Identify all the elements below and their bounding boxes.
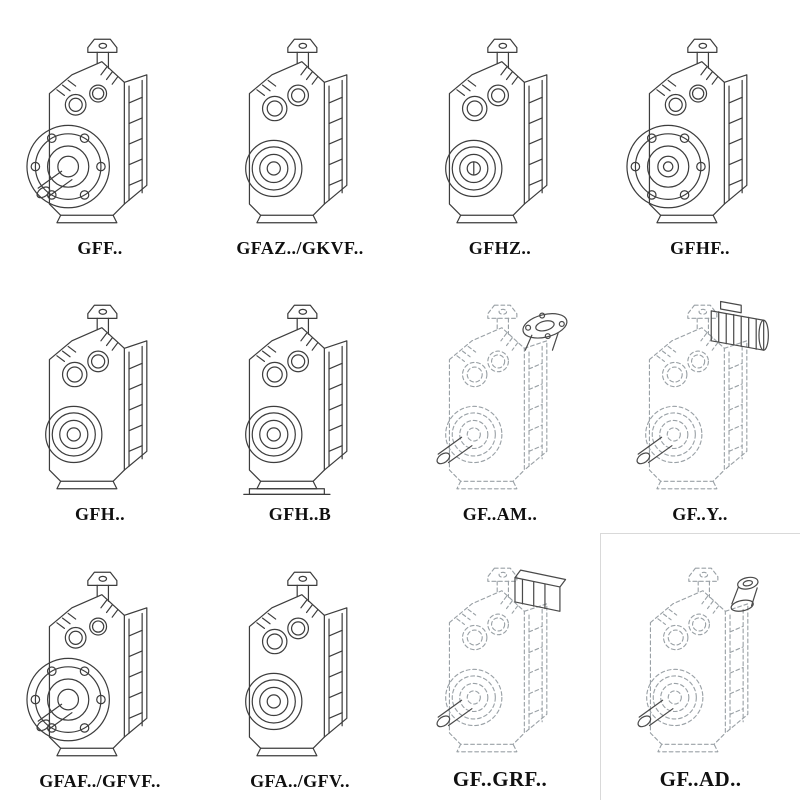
gearbox-input-adapter-drawing <box>615 557 787 763</box>
gearbox-flange-hollow-drawing <box>614 28 786 234</box>
model-label: GFH..B <box>268 504 332 525</box>
gearbox-with-motor-drawing <box>614 294 786 500</box>
model-label: GF..GRF.. <box>452 766 548 791</box>
catalog-cell: GFA../GFV.. <box>200 533 400 800</box>
catalog-cell: GFHZ.. <box>400 0 600 267</box>
gearbox-adapter-block-drawing <box>414 557 586 763</box>
gearbox-flange-solid-shaft-drawing <box>14 561 186 767</box>
catalog-cell: GF..Y.. <box>600 267 800 534</box>
catalog-cell: GF..AD.. <box>600 533 800 800</box>
model-label: GFF.. <box>77 237 123 258</box>
gearbox-flange-solid-shaft-drawing <box>14 28 186 234</box>
model-label: GFAZ../GKVF.. <box>236 237 364 258</box>
catalog-cell: GFF.. <box>0 0 200 267</box>
catalog-cell: GFH.. <box>0 267 200 534</box>
model-label: GFHF.. <box>670 237 730 258</box>
catalog-cell: GF..GRF.. <box>400 533 600 800</box>
catalog-cell: GFHF.. <box>600 0 800 267</box>
model-label: GFA../GFV.. <box>250 770 350 791</box>
gearbox-motor-flange-adapter-drawing <box>414 294 586 500</box>
catalog-cell: GFH..B <box>200 267 400 534</box>
model-label: GFH.. <box>75 504 125 525</box>
gearbox-hollow-shaft-alt-drawing <box>414 28 586 234</box>
catalog-cell: GFAZ../GKVF.. <box>200 0 400 267</box>
gearbox-foot-mounted-drawing <box>14 294 186 500</box>
model-label: GF..AM.. <box>462 504 538 525</box>
model-label: GFAF../GFVF.. <box>39 770 161 791</box>
model-label: GF..AD.. <box>659 766 742 791</box>
model-label: GF..Y.. <box>672 504 728 525</box>
gearbox-hollow-shaft-drawing <box>214 28 386 234</box>
gearbox-foot-mounted-base-drawing <box>214 294 386 500</box>
catalog-cell: GFAF../GFVF.. <box>0 533 200 800</box>
model-label: GFHZ.. <box>468 237 532 258</box>
gearbox-hollow-shaft-drawing <box>214 561 386 767</box>
catalog-cell: GF..AM.. <box>400 267 600 534</box>
